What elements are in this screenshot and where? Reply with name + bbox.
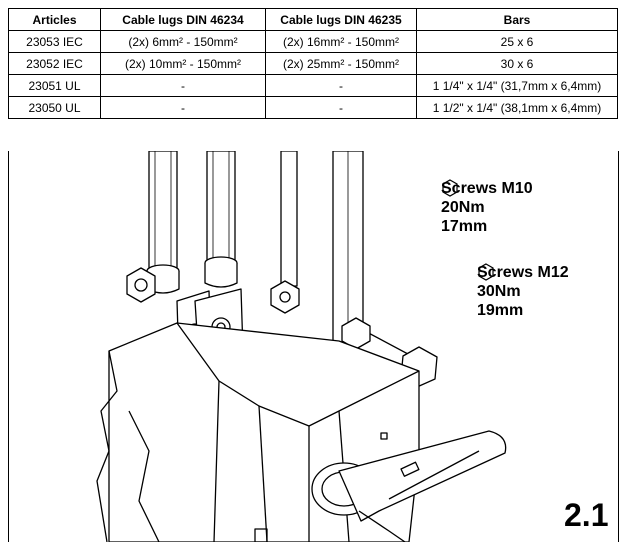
cell-bars: 25 x 6: [416, 30, 618, 53]
cell-lugs-46234: (2x) 6mm² - 150mm²: [100, 30, 266, 53]
cell-lugs-46235: (2x) 25mm² - 150mm²: [265, 52, 417, 75]
cell-lugs-46234: -: [100, 74, 266, 97]
header-cable-lugs-46235: Cable lugs DIN 46235: [265, 8, 417, 31]
cell-bars: 30 x 6: [416, 52, 618, 75]
screws-m10-title: Screws M10: [441, 180, 533, 197]
cell-article: 23052 IEC: [8, 52, 101, 75]
screws-m10-torque: 20Nm: [441, 199, 485, 216]
header-cable-lugs-46234: Cable lugs DIN 46234: [100, 8, 266, 31]
vertical-rod: [204, 151, 238, 288]
vertical-rod: [146, 151, 180, 294]
table-row: 23051 UL - - 1 1/4" x 1/4" (31,7mm x 6,4…: [8, 74, 618, 97]
cell-bars: 1 1/2" x 1/4" (38,1mm x 6,4mm): [416, 96, 618, 119]
cell-article: 23053 IEC: [8, 30, 101, 53]
cell-article: 23051 UL: [8, 74, 101, 97]
spec-table: Articles Cable lugs DIN 46234 Cable lugs…: [8, 8, 618, 119]
hex-wrench-icon: [442, 179, 458, 197]
cell-lugs-46235: -: [265, 96, 417, 119]
header-bars: Bars: [416, 8, 618, 31]
cell-lugs-46234: (2x) 10mm² - 150mm²: [100, 52, 266, 75]
cell-lugs-46235: (2x) 16mm² - 150mm²: [265, 30, 417, 53]
screws-m12-wrench-size: 19mm: [477, 302, 524, 319]
screws-m10-wrench: 17mm: [441, 179, 533, 236]
screws-m10-annotation: Screws M10 20Nm 17mm: [441, 179, 533, 236]
screws-m12-torque: 30Nm: [477, 283, 521, 300]
cell-article: 23050 UL: [8, 96, 101, 119]
table-row: 23050 UL - - 1 1/2" x 1/4" (38,1mm x 6,4…: [8, 96, 618, 119]
header-articles: Articles: [8, 8, 101, 31]
terminal-block-illustration: [96, 151, 507, 542]
rotary-handle: [311, 430, 507, 542]
hex-wrench-icon: [478, 263, 494, 281]
cell-lugs-46235: -: [265, 74, 417, 97]
cell-bars: 1 1/4" x 1/4" (31,7mm x 6,4mm): [416, 74, 618, 97]
table-row: 23053 IEC (2x) 6mm² - 150mm² (2x) 16mm² …: [8, 30, 618, 53]
illustration-frame: Screws M10 20Nm 17mm Screws M12 30Nm 19m…: [8, 151, 619, 542]
screws-m10-wrench-size: 17mm: [441, 218, 488, 235]
hex-nut: [126, 267, 300, 314]
table-header-row: Articles Cable lugs DIN 46234 Cable lugs…: [8, 8, 618, 31]
screws-m12-title: Screws M12: [477, 264, 569, 281]
figure-number: 2.1: [564, 497, 609, 533]
table-row: 23052 IEC (2x) 10mm² - 150mm² (2x) 25mm²…: [8, 52, 618, 75]
screws-m12-wrench: 19mm: [477, 263, 569, 320]
screws-m12-annotation: Screws M12 30Nm 19mm: [477, 263, 569, 320]
cell-lugs-46234: -: [100, 96, 266, 119]
